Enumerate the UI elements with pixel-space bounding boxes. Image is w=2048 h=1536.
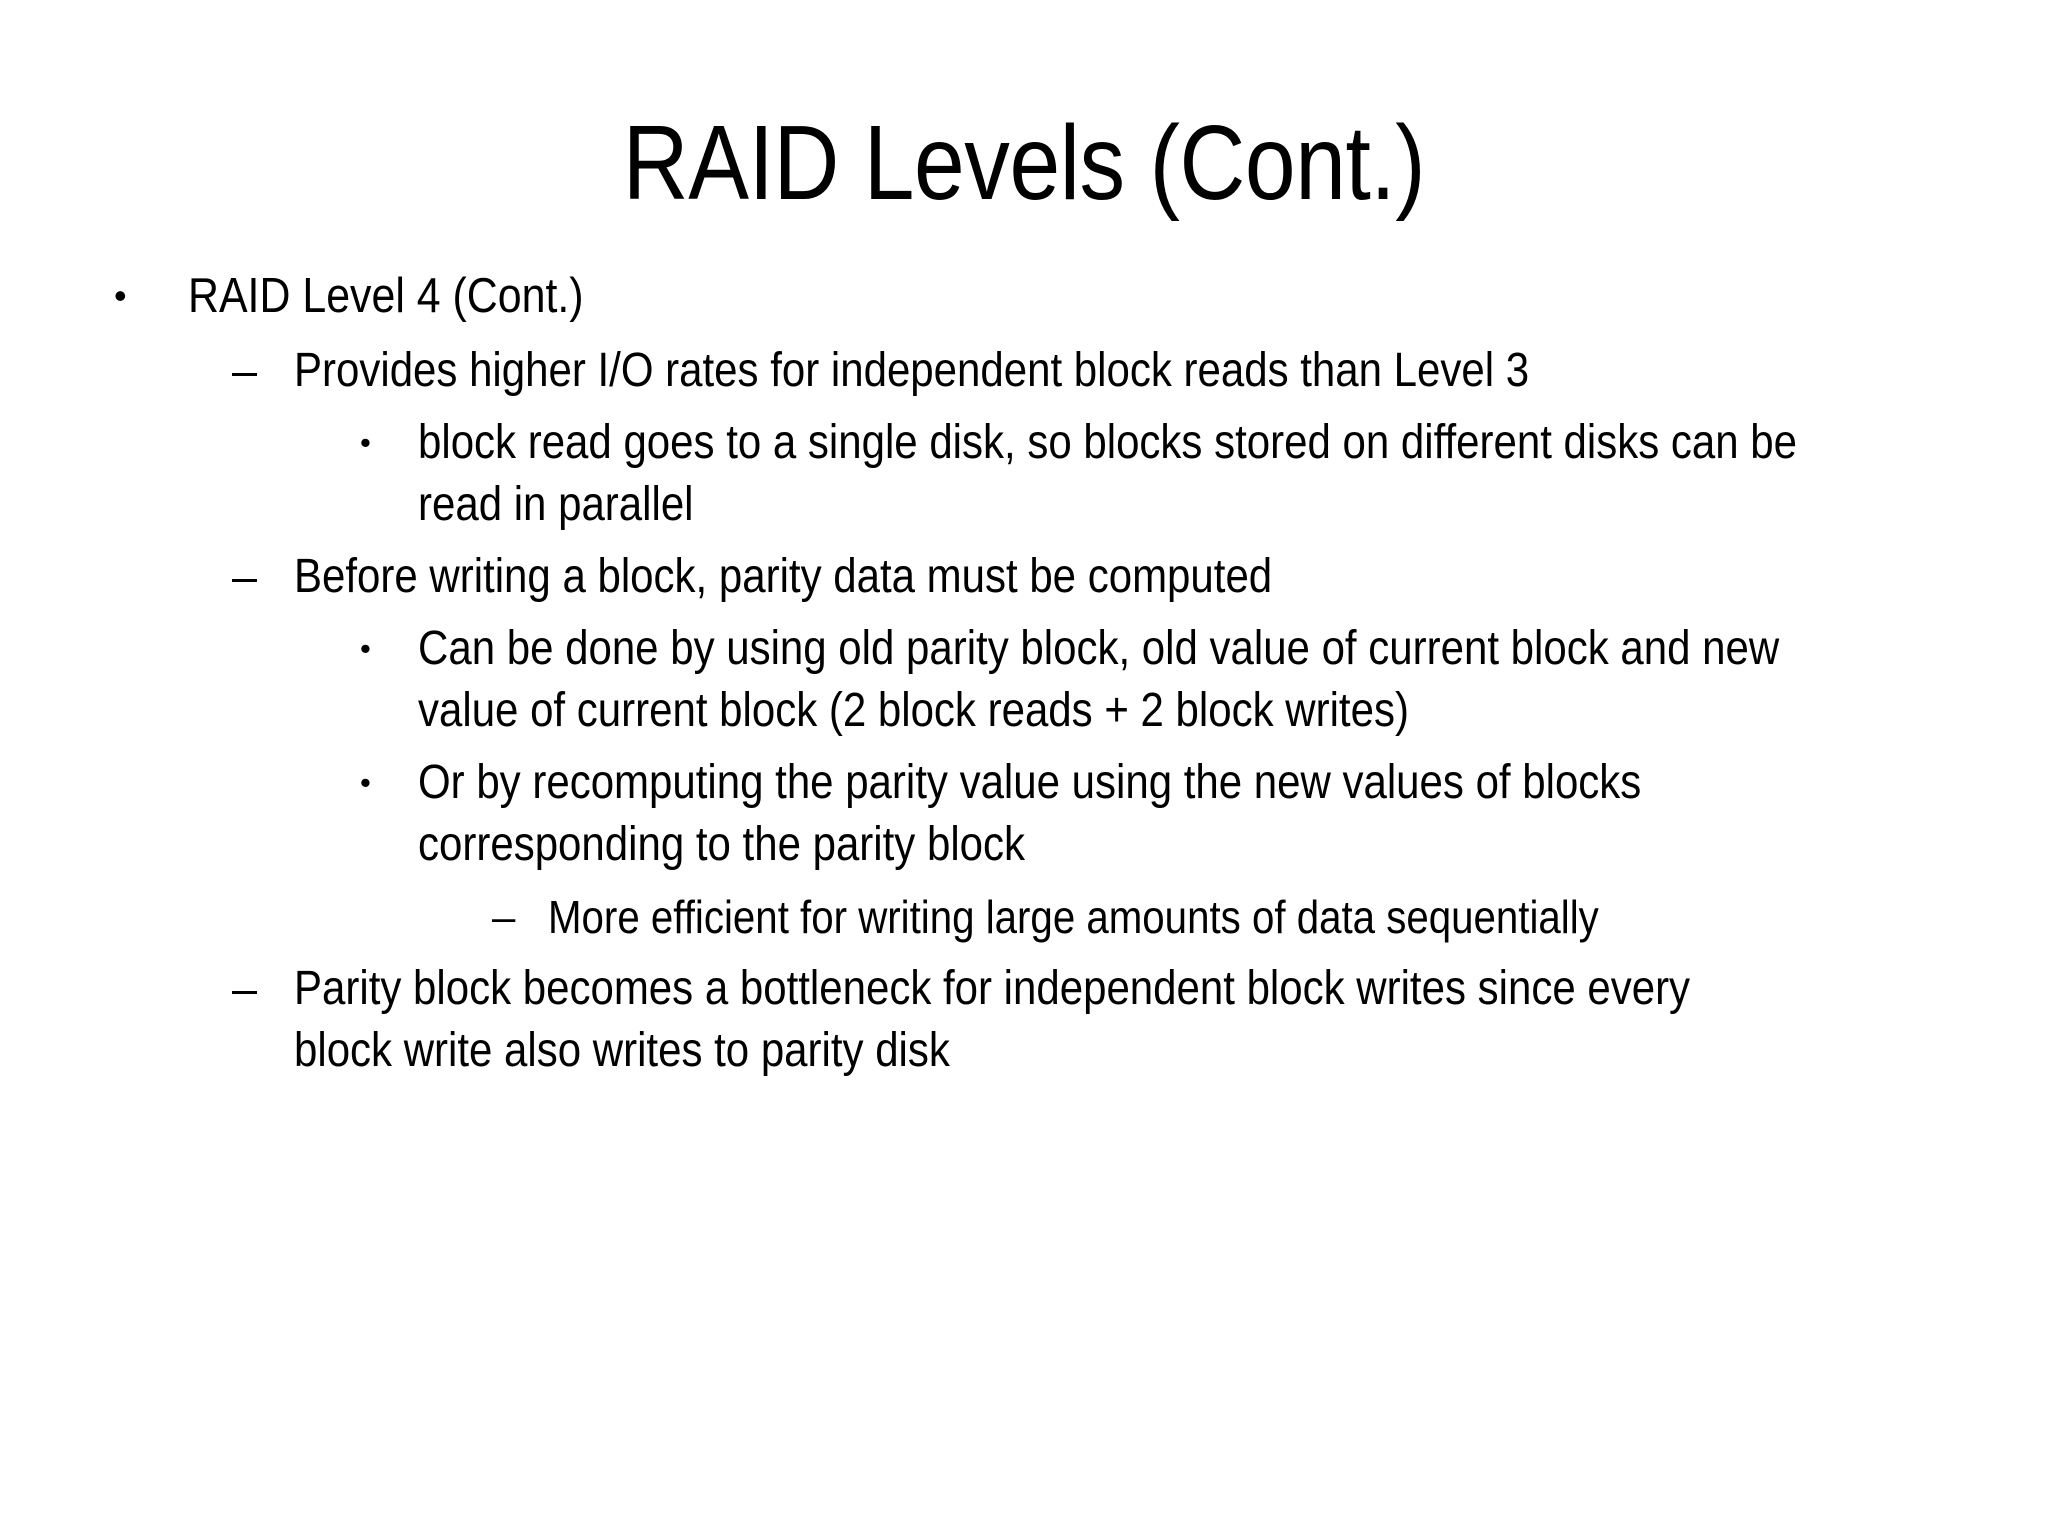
bullet-item-level4: – More efficient for writing large amoun… (492, 886, 2006, 948)
bullet-text: Before writing a block, parity data must… (294, 550, 1273, 603)
bullet-item-level3: • Can be done by using old parity block,… (360, 618, 2006, 742)
bullet-item-level3: • Or by recomputing the parity value usi… (360, 752, 2006, 876)
bullet-item-level1: • RAID Level 4 (Cont.) (114, 268, 2006, 324)
slide-body: • RAID Level 4 (Cont.) – Provides higher… (0, 268, 2048, 1092)
bullet-text: Or by recomputing the parity value using… (418, 756, 1642, 871)
bullet-item-level2: – Parity block becomes a bottleneck for … (232, 958, 2006, 1082)
bullet-text: Provides higher I/O rates for independen… (294, 344, 1530, 397)
bullet-dot-icon: • (360, 765, 371, 800)
bullet-text: Parity block becomes a bottleneck for in… (294, 962, 1691, 1077)
bullet-dash-icon: – (492, 893, 516, 940)
bullet-text: RAID Level 4 (Cont.) (188, 269, 584, 323)
bullet-dash-icon: – (232, 963, 258, 1014)
bullet-dot-icon: • (114, 275, 127, 316)
bullet-dash-icon: – (232, 551, 258, 602)
slide-title: RAID Levels (Cont.) (622, 104, 1426, 222)
bullet-dot-icon: • (360, 631, 371, 666)
bullet-dash-icon: – (232, 345, 258, 396)
bullet-item-level2: – Provides higher I/O rates for independ… (232, 340, 2006, 402)
bullet-text: block read goes to a single disk, so blo… (418, 416, 1798, 531)
bullet-text: More efficient for writing large amounts… (548, 891, 1599, 943)
bullet-item-level2: – Before writing a block, parity data mu… (232, 546, 2006, 608)
bullet-dot-icon: • (360, 425, 371, 460)
bullet-text: Can be done by using old parity block, o… (418, 622, 1780, 737)
bullet-item-level3: • block read goes to a single disk, so b… (360, 412, 2006, 536)
